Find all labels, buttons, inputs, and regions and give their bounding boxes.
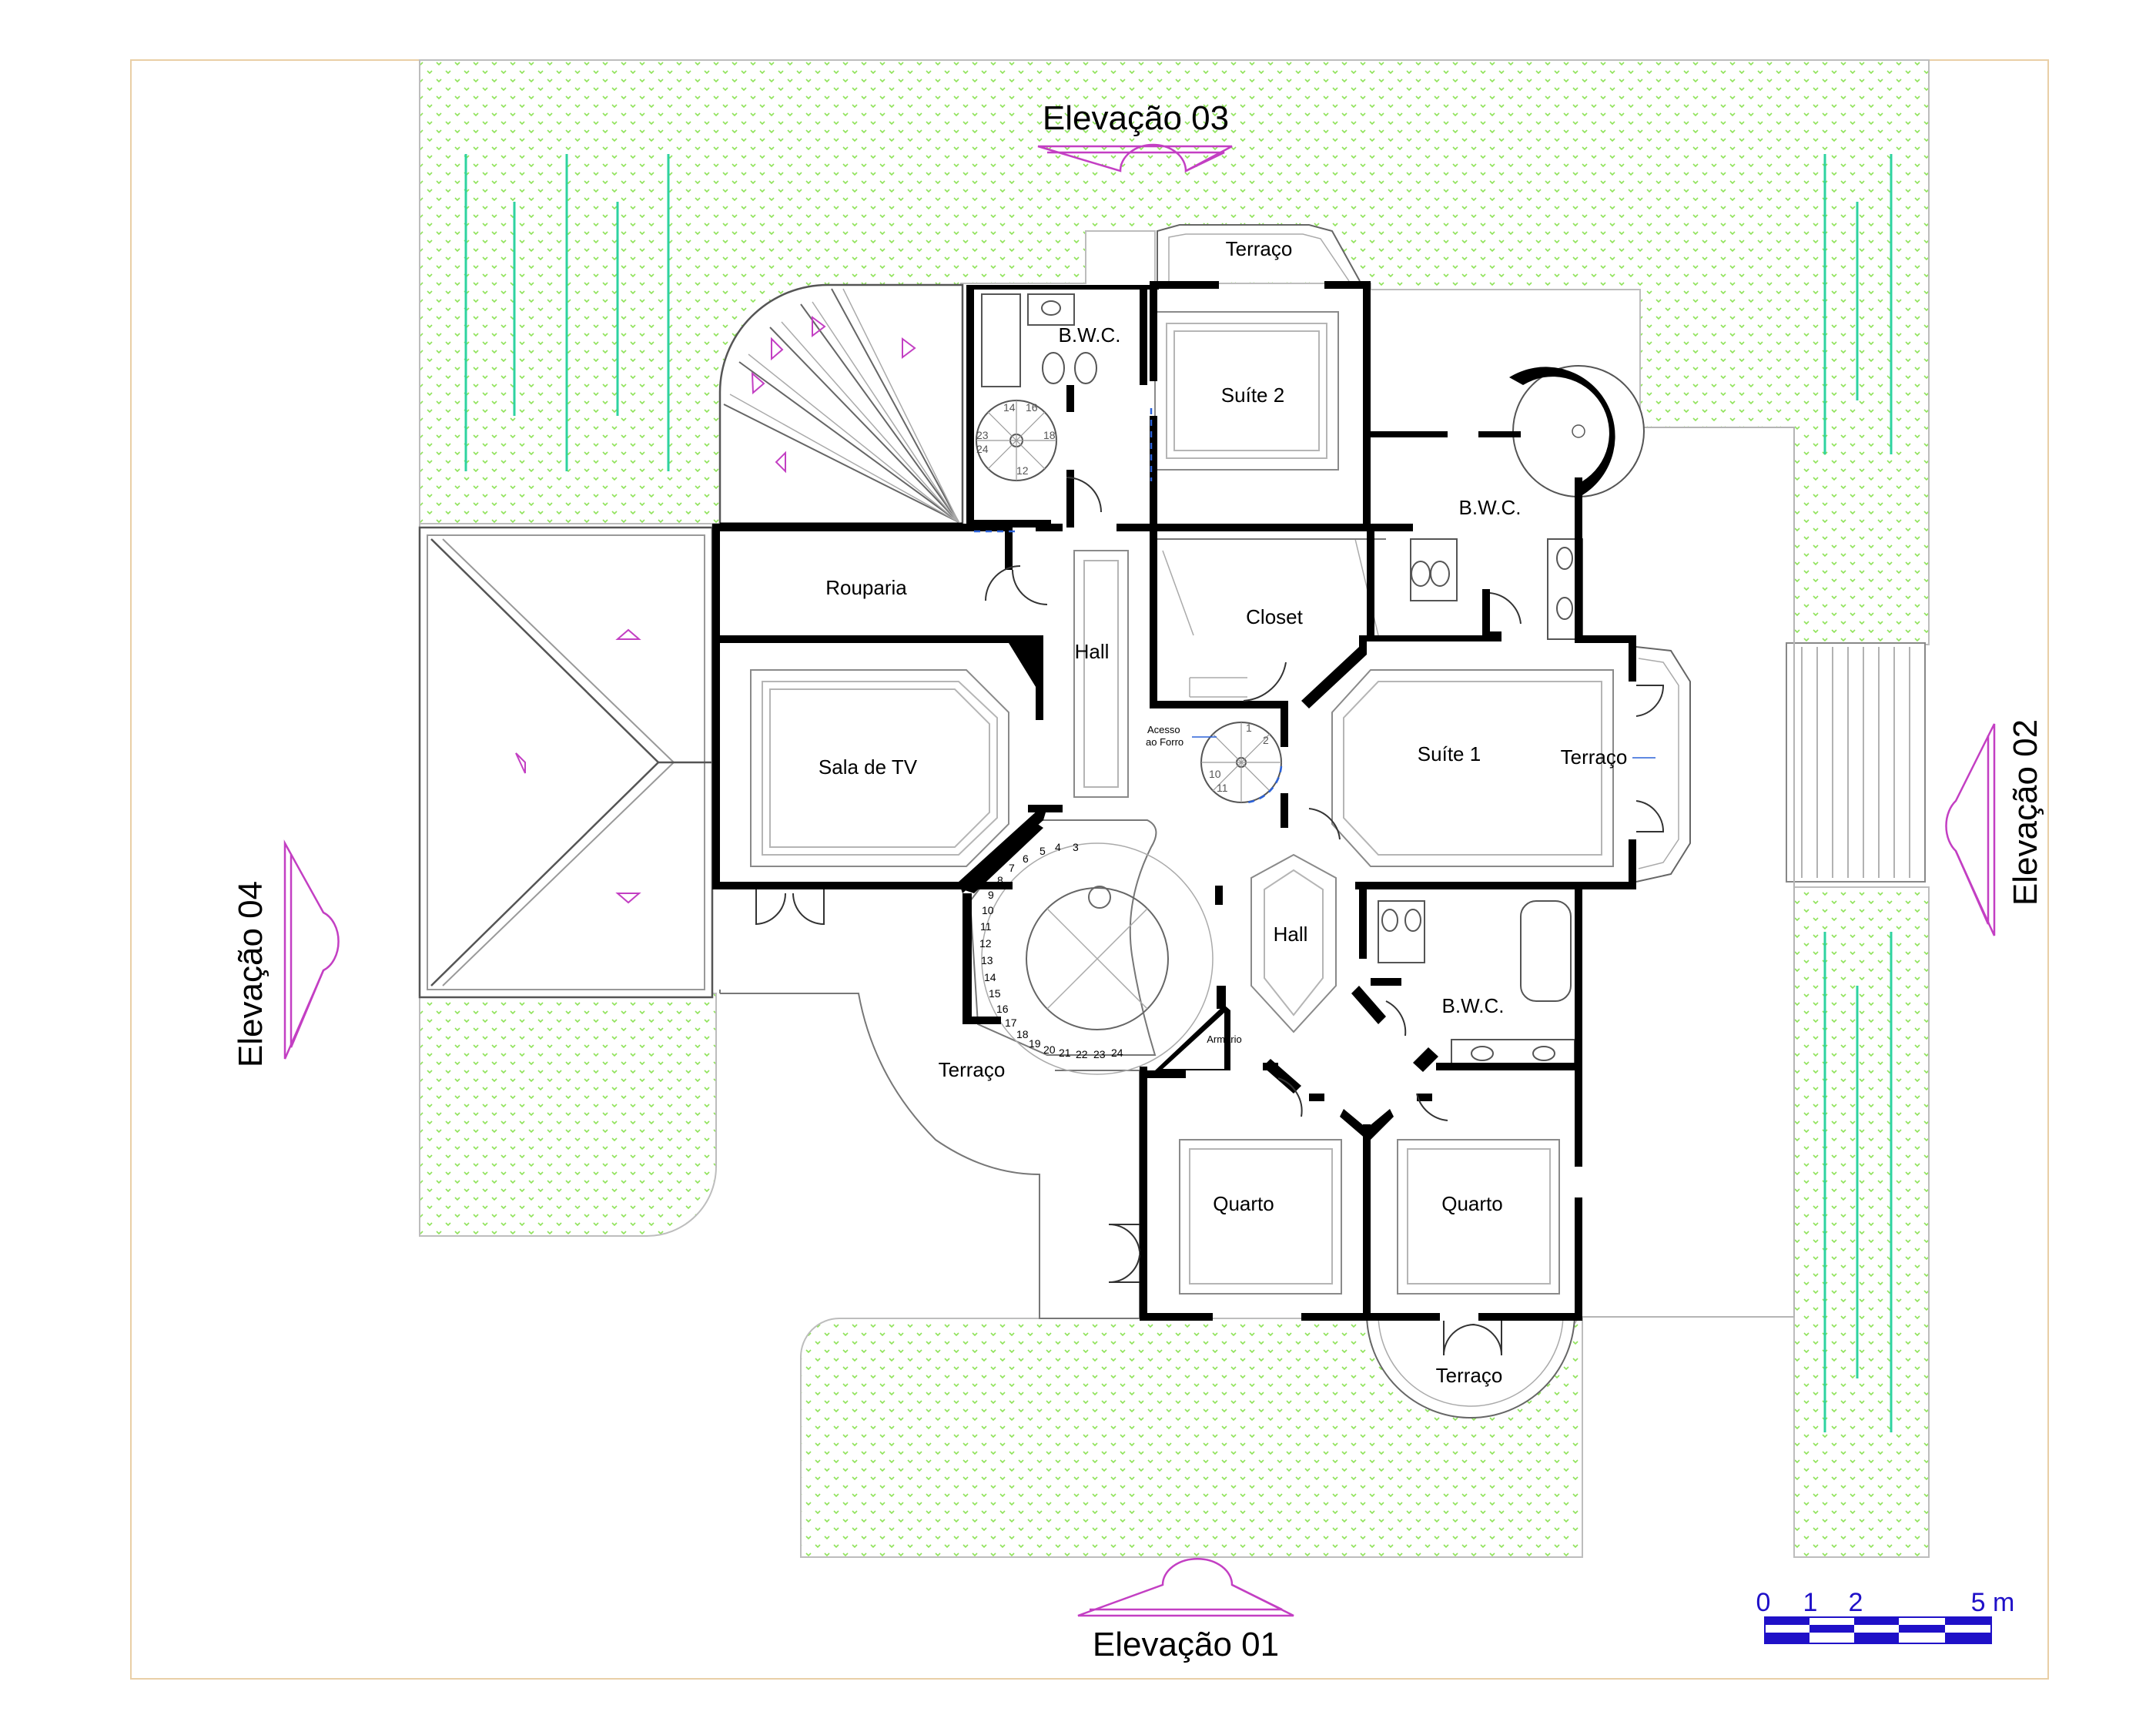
terrace-outlines	[719, 224, 1691, 1419]
svg-text:6: 6	[1023, 852, 1029, 865]
svg-text:23: 23	[976, 429, 989, 441]
svg-text:11: 11	[1217, 782, 1228, 794]
svg-text:21: 21	[1059, 1047, 1071, 1059]
svg-text:4: 4	[1055, 841, 1061, 853]
garden-east	[1793, 886, 1930, 1558]
label-ao-forro: ao Forro	[1146, 736, 1183, 748]
svg-text:18: 18	[1043, 429, 1056, 441]
svg-text:8: 8	[997, 874, 1003, 886]
svg-text:10: 10	[1209, 768, 1221, 780]
label-acesso: Acesso	[1147, 724, 1180, 735]
room-labels: Terraço B.W.C. Suíte 2 B.W.C. Rouparia C…	[819, 237, 1656, 1387]
label-armario: Armário	[1207, 1033, 1242, 1045]
scale-label-5m: 5 m	[1971, 1588, 2015, 1617]
small-spiral-stair: 14 16 18 23 24 12	[976, 400, 1057, 481]
svg-text:12: 12	[979, 937, 992, 950]
label-bwc-top: B.W.C.	[1059, 323, 1121, 347]
elevation-02-label: Elevação 02	[2007, 719, 2044, 906]
svg-text:1: 1	[1246, 722, 1252, 734]
walls	[712, 281, 1636, 1321]
elevation-02-arrow	[1945, 723, 1996, 936]
door-swings	[755, 408, 1665, 1356]
scale-label-2: 2	[1849, 1588, 1863, 1617]
svg-text:23: 23	[1093, 1048, 1106, 1060]
svg-text:16: 16	[996, 1003, 1009, 1015]
svg-text:5: 5	[1040, 845, 1046, 857]
svg-text:11: 11	[980, 920, 992, 933]
planting-lines	[464, 154, 1893, 1432]
elevation-markers: Elevação 03 Elevação 01 Elevação 04 Elev…	[232, 99, 2044, 1663]
label-quarto-left: Quarto	[1213, 1192, 1274, 1215]
svg-text:15: 15	[989, 987, 1001, 1000]
east-deck	[1582, 427, 1926, 1318]
svg-text:9: 9	[988, 889, 994, 901]
svg-text:3: 3	[1073, 841, 1079, 853]
label-sala-tv: Sala de TV	[819, 755, 918, 779]
svg-text:24: 24	[976, 443, 989, 455]
svg-text:2: 2	[1263, 734, 1269, 746]
svg-text:22: 22	[1076, 1048, 1088, 1060]
scale-label-1: 1	[1803, 1588, 1818, 1617]
elevation-01-arrow	[1077, 1558, 1294, 1617]
svg-text:7: 7	[1009, 862, 1015, 874]
roof-plan	[418, 526, 714, 999]
label-closet: Closet	[1246, 605, 1303, 628]
label-terraco-bottom: Terraço	[1436, 1364, 1503, 1387]
curved-stair-wedge	[718, 283, 964, 525]
svg-text:12: 12	[1016, 464, 1029, 477]
label-terraco-right: Terraço	[1561, 745, 1628, 769]
label-suite-1: Suíte 1	[1418, 742, 1481, 765]
svg-text:14: 14	[984, 971, 996, 983]
label-hall-top: Hall	[1075, 640, 1110, 663]
elevation-03-label: Elevação 03	[1043, 99, 1229, 137]
label-bwc-lower: B.W.C.	[1442, 994, 1505, 1017]
elevation-04-arrow	[283, 839, 340, 1060]
svg-text:18: 18	[1016, 1028, 1029, 1040]
label-terraco-top: Terraço	[1226, 237, 1293, 260]
scale-label-0: 0	[1756, 1588, 1771, 1617]
svg-text:16: 16	[1026, 401, 1038, 414]
label-rouparia: Rouparia	[825, 576, 907, 599]
scale-bar: 0 1 2 5 m	[1756, 1588, 2015, 1644]
label-quarto-right: Quarto	[1441, 1192, 1503, 1215]
svg-text:10: 10	[982, 904, 994, 916]
svg-text:13: 13	[981, 954, 993, 966]
label-suite-2: Suíte 2	[1221, 384, 1284, 407]
label-bwc-right: B.W.C.	[1459, 496, 1522, 519]
elevation-04-label: Elevação 04	[232, 881, 270, 1067]
elevation-03-arrow	[1037, 143, 1233, 173]
label-hall-center: Hall	[1274, 923, 1308, 946]
svg-text:24: 24	[1111, 1047, 1123, 1059]
elevation-01-label: Elevação 01	[1093, 1626, 1279, 1663]
svg-text:20: 20	[1043, 1043, 1056, 1056]
attic-access-stair: 1 2 10 11	[1192, 722, 1283, 804]
main-spiral-stair: 3 4 5 6 7 8 9 10 11 12 13 14 15 16 17 18…	[969, 819, 1214, 1075]
label-terraco-left: Terraço	[939, 1058, 1006, 1081]
svg-text:14: 14	[1003, 401, 1016, 414]
svg-text:17: 17	[1005, 1017, 1017, 1029]
svg-text:19: 19	[1029, 1037, 1041, 1050]
